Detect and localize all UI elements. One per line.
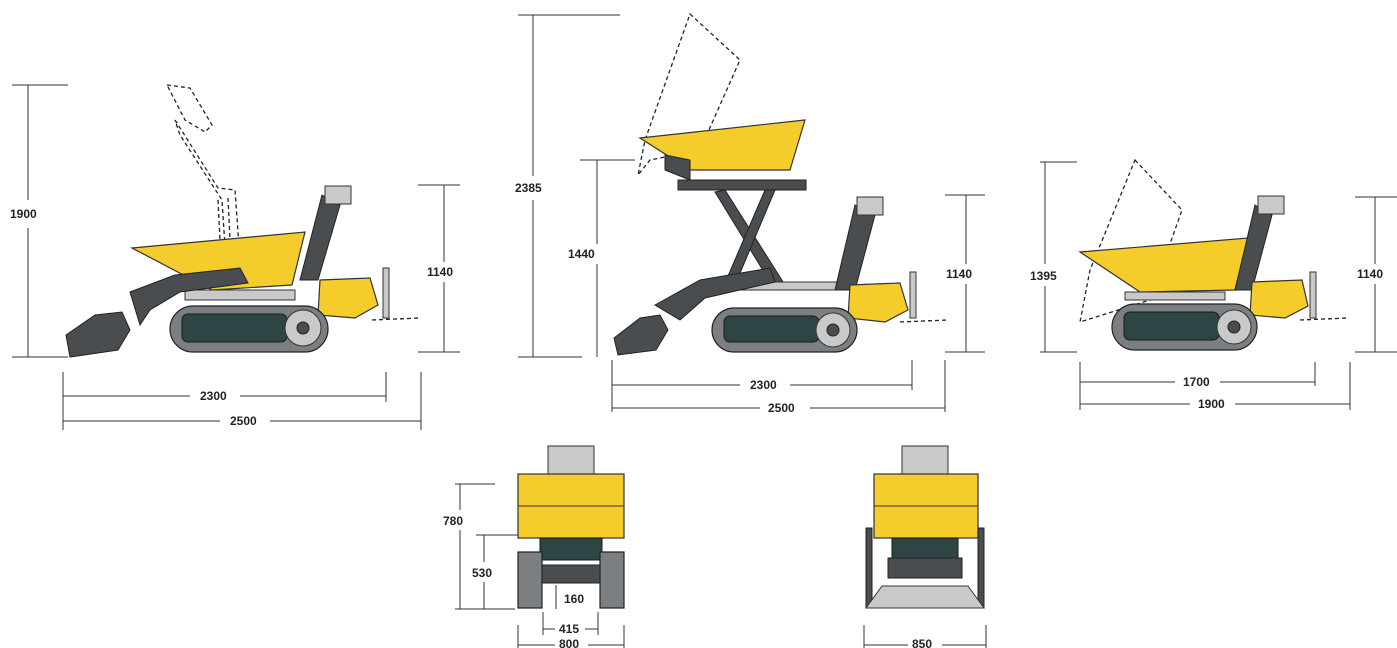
dim-width: 850 bbox=[912, 637, 932, 648]
view-side-bucket-loader: 1900 1140 2300 2500 bbox=[10, 84, 460, 430]
dim-length-outer: 2500 bbox=[230, 414, 257, 428]
view-front-standard: 780 530 160 415 800 bbox=[443, 445, 625, 648]
dim-track-gap: 415 bbox=[559, 622, 579, 636]
dim-height-lift: 1440 bbox=[568, 247, 595, 261]
dim-length-outer: 2500 bbox=[768, 401, 795, 415]
machine-front-wide bbox=[865, 445, 985, 609]
dim-height-max: 2385 bbox=[515, 181, 542, 195]
dim-width: 800 bbox=[559, 637, 579, 648]
dim-ground-clearance: 160 bbox=[564, 592, 584, 606]
machine-side-loader bbox=[65, 84, 421, 358]
dim-height-max: 1900 bbox=[10, 207, 37, 221]
view-front-wide: 850 bbox=[863, 445, 987, 648]
dim-length-inner: 1700 bbox=[1183, 375, 1210, 389]
dim-length-inner: 2300 bbox=[750, 378, 777, 392]
dim-height-max: 1395 bbox=[1030, 269, 1057, 283]
dim-height-total: 780 bbox=[443, 514, 463, 528]
machine-side-standard bbox=[1078, 158, 1349, 351]
dim-height-handle: 1140 bbox=[946, 267, 972, 281]
dim-length-inner: 2300 bbox=[200, 389, 227, 403]
dim-height-body: 530 bbox=[472, 566, 492, 580]
dim-height-handle: 1140 bbox=[1357, 267, 1383, 281]
view-side-standard: 1395 1140 1700 1900 bbox=[1030, 158, 1397, 411]
machine-side-high-tip bbox=[613, 12, 949, 356]
machine-front-standard bbox=[517, 445, 625, 609]
view-side-high-tip: 2385 1440 1140 2300 2500 bbox=[515, 12, 985, 415]
dim-height-handle: 1140 bbox=[427, 265, 453, 279]
dim-length-outer: 1900 bbox=[1198, 397, 1225, 411]
